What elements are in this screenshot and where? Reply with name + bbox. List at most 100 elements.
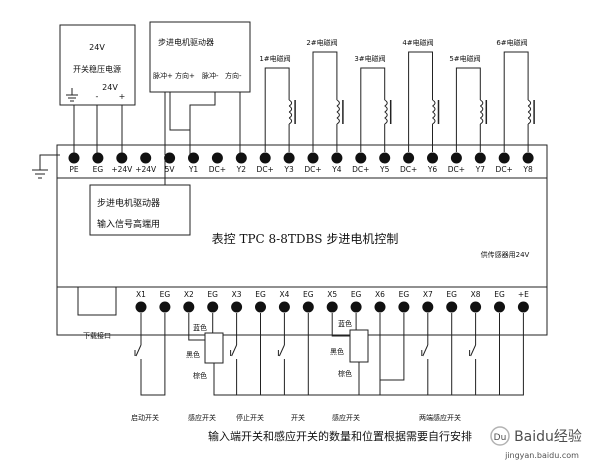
watermark-text: Baidu经验 bbox=[514, 429, 582, 445]
switch-icon bbox=[469, 313, 500, 396]
switch-label: 启动开关 bbox=[131, 413, 159, 422]
watermark-url: jingyan.baidu.com bbox=[504, 451, 579, 460]
switch-label: 开关 bbox=[291, 413, 305, 422]
switch-label: 感应开关 bbox=[332, 413, 360, 422]
valve-coils bbox=[264, 51, 535, 152]
callout-line-2: 输入信号高端用 bbox=[97, 218, 160, 230]
switch-label: 停止开关 bbox=[236, 413, 264, 422]
terminal-screw-icon bbox=[517, 301, 529, 313]
terminal-screw-icon bbox=[494, 301, 505, 313]
top-terminal-label: Y5 bbox=[379, 165, 390, 174]
sensor-wire-black: 黑色 bbox=[186, 350, 200, 359]
terminal-screw-icon bbox=[522, 152, 534, 164]
controller-box bbox=[56, 144, 548, 336]
driver-terminal-dir-plus: 方向+ bbox=[175, 71, 195, 80]
switch-label: 两端感应开关 bbox=[419, 413, 461, 422]
power-supply-name: 开关稳压电源 bbox=[73, 64, 121, 74]
ground-symbol-icon bbox=[66, 88, 78, 102]
terminal-screw-icon bbox=[331, 152, 343, 164]
terminal-screw-icon bbox=[403, 152, 415, 164]
switch-icon bbox=[134, 313, 166, 396]
bottom-terminal-label: EG bbox=[207, 290, 218, 299]
switch-icon bbox=[230, 313, 261, 396]
terminal-screw-icon bbox=[398, 301, 410, 313]
valve-label: 3#电磁阀 bbox=[354, 54, 385, 63]
power-supply-title: 24V bbox=[89, 43, 105, 52]
terminal-screw-icon bbox=[326, 301, 338, 313]
terminal-screw-icon bbox=[211, 152, 223, 164]
download-port: 下载接口 bbox=[77, 286, 117, 340]
valve-label: 6#电磁阀 bbox=[496, 38, 527, 47]
top-terminal-label: Y6 bbox=[427, 165, 438, 174]
driver-input-callout: 步进电机驱动器 输入信号高端用 bbox=[89, 160, 191, 236]
power-supply-voltage: 24V bbox=[102, 83, 118, 92]
valve-label: 1#电磁阀 bbox=[259, 54, 290, 63]
bottom-terminal-label: +E bbox=[518, 290, 529, 299]
bottom-terminal-label: X8 bbox=[471, 290, 481, 299]
bottom-terminal-label: EG bbox=[160, 290, 171, 299]
solenoid-coil-icon bbox=[312, 51, 344, 152]
top-terminal-label: +24V bbox=[111, 165, 133, 174]
bottom-terminal-label: X4 bbox=[279, 290, 289, 299]
bottom-terminal-label: EG bbox=[303, 290, 314, 299]
switch-label: 感应开关 bbox=[188, 413, 216, 422]
terminal-screw-icon bbox=[255, 301, 266, 313]
terminal-screw-icon bbox=[207, 301, 219, 313]
terminal-screw-icon bbox=[470, 301, 482, 313]
bottom-terminal-label: EG bbox=[494, 290, 505, 299]
solenoid-coil-icon bbox=[503, 51, 535, 152]
terminal-screw-icon bbox=[68, 152, 80, 164]
bottom-terminal-label: X7 bbox=[423, 290, 433, 299]
terminal-screw-icon bbox=[283, 152, 295, 164]
top-terminal-label: Y4 bbox=[331, 165, 342, 174]
power-supply: 24V 开关稳压电源 24V - + bbox=[59, 24, 136, 106]
svg-text:Du: Du bbox=[494, 433, 507, 443]
top-terminal-label: DC+ bbox=[209, 165, 226, 174]
top-terminal-label: +24V bbox=[135, 165, 157, 174]
callout-line-1: 步进电机驱动器 bbox=[97, 197, 160, 209]
top-terminal-label: Y2 bbox=[236, 165, 247, 174]
bottom-terminal-label: EG bbox=[255, 290, 266, 299]
power-terminal-plus: + bbox=[119, 92, 126, 101]
solenoid-coil-icon bbox=[408, 51, 440, 152]
top-terminal-label: 5V bbox=[165, 165, 176, 174]
sensor-2: 蓝色 黑色 棕色 bbox=[330, 319, 369, 378]
solenoid-coil-icon bbox=[360, 67, 392, 152]
controller-title: 表控 TPC 8-8TDBS 步进电机控制 bbox=[212, 232, 399, 246]
terminal-screw-icon bbox=[183, 301, 195, 313]
download-port-label: 下载接口 bbox=[83, 331, 111, 340]
sensor-wire-brown: 棕色 bbox=[338, 369, 352, 378]
bottom-terminal-label: X6 bbox=[375, 290, 385, 299]
top-terminal-label: DC+ bbox=[448, 165, 465, 174]
solenoid-coil-icon bbox=[455, 67, 488, 152]
stepper-driver-title: 步进电机驱动器 bbox=[158, 37, 214, 47]
driver-terminal-pulse-minus: 脉冲- bbox=[202, 71, 219, 80]
bottom-terminal-label: X1 bbox=[136, 290, 146, 299]
top-terminal-label: DC+ bbox=[496, 165, 513, 174]
terminal-screw-icon bbox=[231, 301, 243, 313]
top-terminal-label: DC+ bbox=[304, 165, 321, 174]
terminal-screw-icon bbox=[164, 152, 176, 164]
power-terminal-minus: - bbox=[96, 92, 99, 101]
terminal-screw-icon bbox=[374, 301, 386, 313]
top-terminal-label: Y1 bbox=[188, 165, 199, 174]
switch-icon bbox=[277, 313, 309, 396]
terminal-screw-icon bbox=[379, 152, 391, 164]
solenoid-coil-icon bbox=[264, 67, 296, 152]
top-terminal-label: DC+ bbox=[400, 165, 417, 174]
terminal-screw-icon bbox=[446, 301, 458, 313]
valve-labels: 1#电磁阀 2#电磁阀 3#电磁阀 4#电磁阀 5#电磁阀 6#电磁阀 bbox=[259, 38, 527, 63]
terminal-screw-icon bbox=[92, 152, 104, 164]
top-terminal-label: DC+ bbox=[257, 165, 274, 174]
terminal-screw-icon bbox=[259, 152, 271, 164]
terminal-screw-icon bbox=[350, 301, 362, 313]
top-terminal-label: PE bbox=[69, 165, 79, 174]
sensor-1: 蓝色 黑色 棕色 bbox=[186, 323, 224, 380]
top-terminal-label: EG bbox=[93, 165, 104, 174]
valve-label: 4#电磁阀 bbox=[402, 38, 433, 47]
switch-labels: 启动开关 感应开关 停止开关 开关 感应开关 两端感应开关 bbox=[131, 413, 461, 422]
driver-terminal-dir-minus: 方向- bbox=[225, 71, 242, 80]
